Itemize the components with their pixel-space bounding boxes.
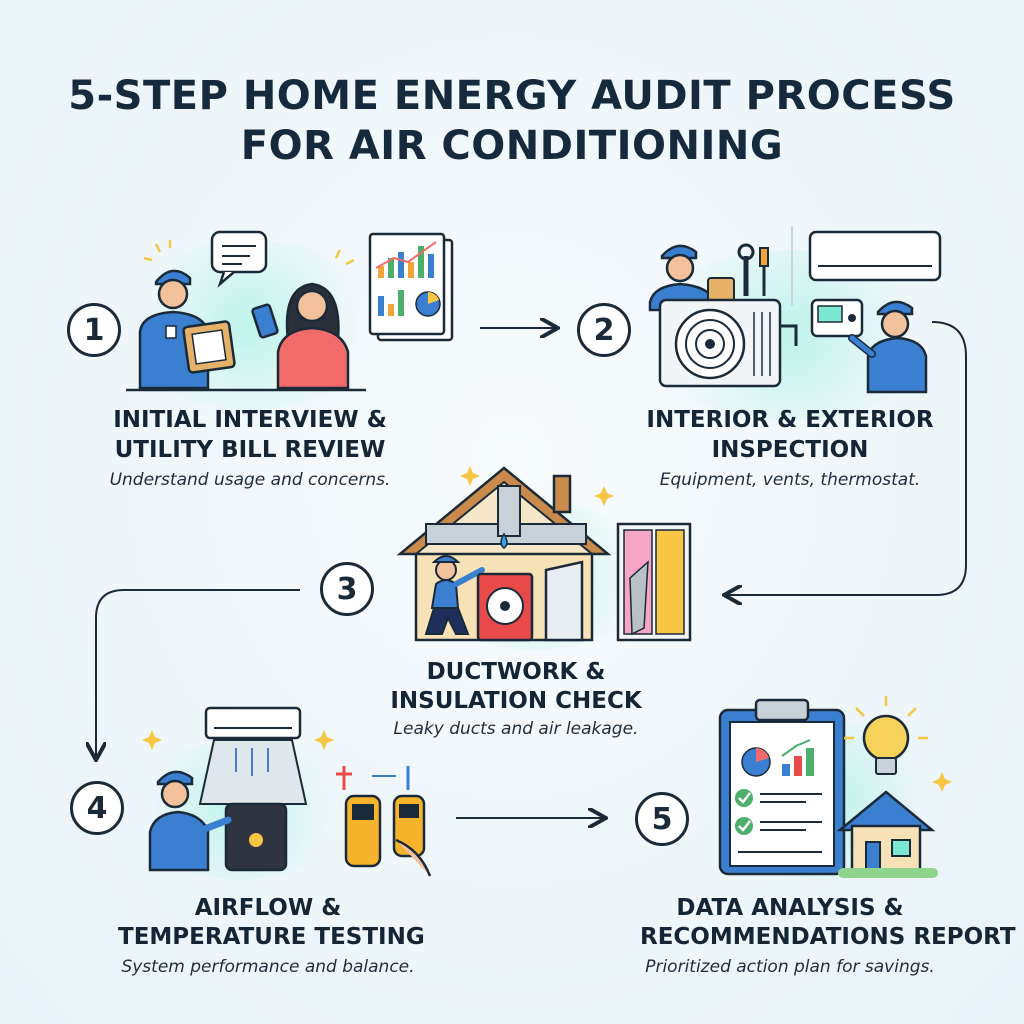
step-5-title-line2: RECOMMENDATIONS REPORT: [640, 924, 1016, 950]
step-4-number: 4: [70, 781, 124, 835]
step-1-number: 1: [67, 303, 121, 357]
arrow-2-to-3: [726, 321, 967, 595]
step-2-title-line1: INTERIOR & EXTERIOR: [646, 407, 934, 433]
step-4-title-line2: TEMPERATURE TESTING: [118, 924, 425, 950]
interview-illustration: [126, 230, 454, 392]
step-2-description: Equipment, vents, thermostat.: [659, 470, 921, 490]
page-subtitle: FOR AIR CONDITIONING: [240, 123, 784, 169]
step-1-description: Understand usage and concerns.: [109, 470, 391, 490]
step-3-number: 3: [320, 562, 374, 616]
step-4-description: System performance and balance.: [121, 957, 415, 977]
step-3-description: Leaky ducts and air leakage.: [393, 719, 639, 739]
inspection-illustration: [648, 226, 942, 394]
step-2-number: 2: [577, 303, 631, 357]
airflow-illustration: [142, 706, 432, 877]
ductwork-illustration: [396, 466, 692, 642]
step-1-title-line2: UTILITY BILL REVIEW: [114, 437, 386, 463]
step-5-description: Prioritized action plan for savings.: [645, 957, 935, 977]
step-3-title-line2: INSULATION CHECK: [390, 688, 642, 714]
report-illustration: [718, 696, 952, 878]
step-5-title-line1: DATA ANALYSIS &: [676, 895, 904, 921]
arrow-3-to-4: [96, 589, 300, 758]
step-3-title-line1: DUCTWORK &: [426, 659, 606, 685]
step-1-title-line1: INITIAL INTERVIEW &: [113, 407, 387, 433]
step-5-number: 5: [635, 792, 689, 846]
page-title: 5-STEP HOME ENERGY AUDIT PROCESS: [68, 73, 956, 119]
step-2-title-line2: INSPECTION: [711, 437, 869, 463]
step-4-title-line1: AIRFLOW &: [194, 895, 342, 921]
